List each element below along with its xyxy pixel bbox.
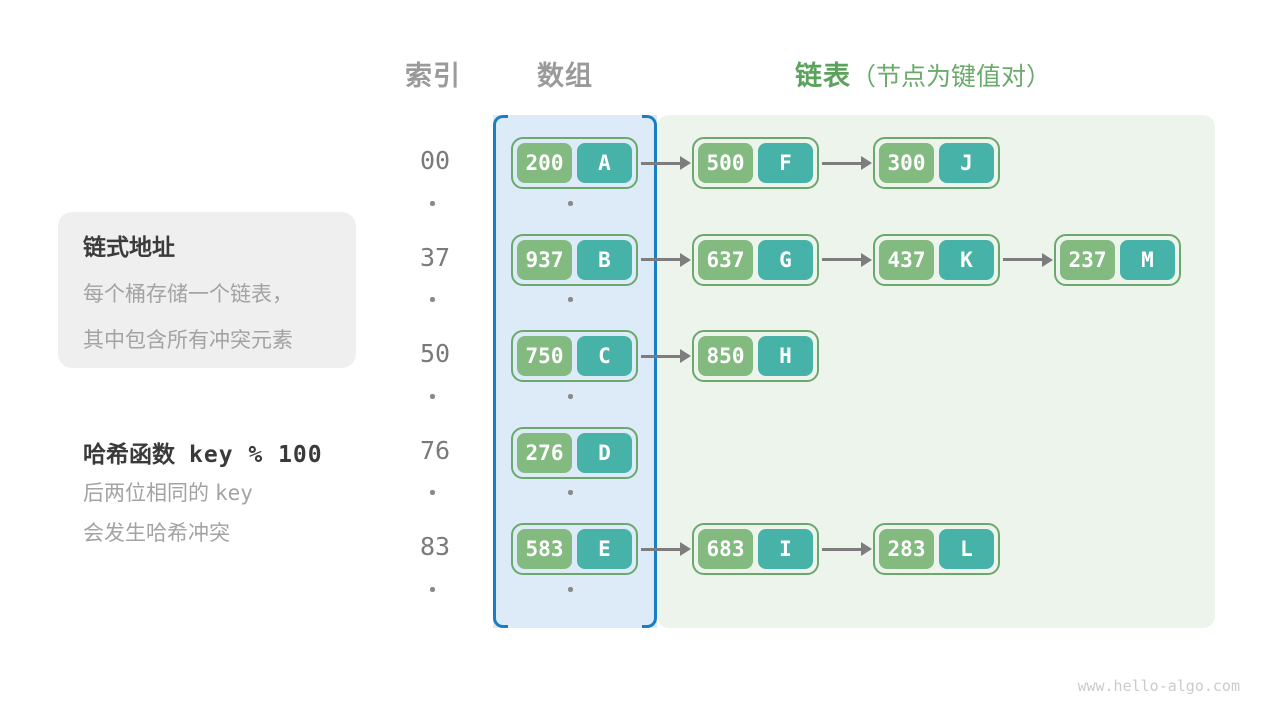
ellipsis-dot xyxy=(567,490,573,495)
chaining-info-box xyxy=(58,212,356,368)
next-pointer-arrow xyxy=(822,542,872,556)
bucket-index-label: 50 xyxy=(419,339,451,368)
bucket-index-label: 76 xyxy=(419,435,451,465)
pair-value-cell: J xyxy=(939,143,994,183)
array-bracket-right xyxy=(642,115,657,628)
list-column-header: 链表（节点为键值对） xyxy=(795,54,1051,93)
index-column-header: 索引 xyxy=(405,61,461,91)
hash-function-title: 哈希函数 key % 100 xyxy=(83,435,323,469)
next-pointer-arrow xyxy=(1003,252,1053,267)
pair-value-cell: D xyxy=(577,432,632,473)
pair-value-cell: B xyxy=(577,239,632,280)
ellipsis-dot xyxy=(429,586,435,592)
pair-key-cell: 683 xyxy=(698,529,753,569)
pair-key-cell: 850 xyxy=(698,336,753,376)
ellipsis-dot xyxy=(429,200,435,206)
pair-key-cell: 750 xyxy=(517,336,572,376)
pair-key-cell: 937 xyxy=(517,239,572,280)
ellipsis-dot xyxy=(567,586,573,592)
list-header-label: 链表 xyxy=(795,61,851,91)
chaining-info-line2: 其中包含所有冲突元素 xyxy=(83,329,293,352)
next-pointer-arrow xyxy=(641,252,691,267)
pair-key-cell: 300 xyxy=(879,143,934,183)
next-pointer-arrow xyxy=(641,349,691,363)
pair-key-cell: 637 xyxy=(698,239,753,280)
next-pointer-arrow xyxy=(822,252,872,267)
pair-value-cell: L xyxy=(939,529,994,569)
pair-value-cell: K xyxy=(939,239,994,280)
array-bracket-left xyxy=(493,115,508,628)
pair-value-cell: E xyxy=(577,529,632,569)
ellipsis-dot xyxy=(429,393,435,399)
bucket-index-label: 83 xyxy=(419,532,451,561)
pair-key-cell: 437 xyxy=(879,239,934,280)
pair-key-cell: 276 xyxy=(517,432,572,473)
ellipsis-dot xyxy=(567,393,573,399)
bucket-index-label: 00 xyxy=(419,146,451,175)
pair-value-cell: M xyxy=(1120,239,1175,280)
pair-value-cell: A xyxy=(577,143,632,183)
bucket-index-label: 37 xyxy=(419,242,451,272)
pair-value-cell: F xyxy=(758,143,813,183)
watermark: www.hello-algo.com xyxy=(1077,677,1240,695)
hash-note-line2: 会发生哈希冲突 xyxy=(83,522,230,545)
ellipsis-dot xyxy=(429,490,435,495)
pair-value-cell: I xyxy=(758,529,813,569)
hash-function-formula: key % 100 xyxy=(189,442,323,468)
pair-key-cell: 500 xyxy=(698,143,753,183)
chaining-info-line1: 每个桶存储一个链表， xyxy=(83,283,293,306)
pair-value-cell: C xyxy=(577,336,632,376)
list-header-note: （节点为键值对） xyxy=(851,63,1052,91)
hash-note-key-token: key xyxy=(215,481,253,505)
pair-key-cell: 283 xyxy=(879,529,934,569)
ellipsis-dot xyxy=(429,297,435,302)
next-pointer-arrow xyxy=(641,542,691,556)
ellipsis-dot xyxy=(567,200,573,206)
pair-value-cell: G xyxy=(758,239,813,280)
array-column-header: 数组 xyxy=(537,61,593,91)
pair-key-cell: 200 xyxy=(517,143,572,183)
hash-function-label: 哈希函数 xyxy=(83,441,175,467)
pair-key-cell: 583 xyxy=(517,529,572,569)
next-pointer-arrow xyxy=(822,156,872,170)
next-pointer-arrow xyxy=(641,156,691,170)
pair-key-cell: 237 xyxy=(1060,239,1115,280)
ellipsis-dot xyxy=(567,297,573,302)
pair-value-cell: H xyxy=(758,336,813,376)
chaining-info-title: 链式地址 xyxy=(83,234,175,260)
